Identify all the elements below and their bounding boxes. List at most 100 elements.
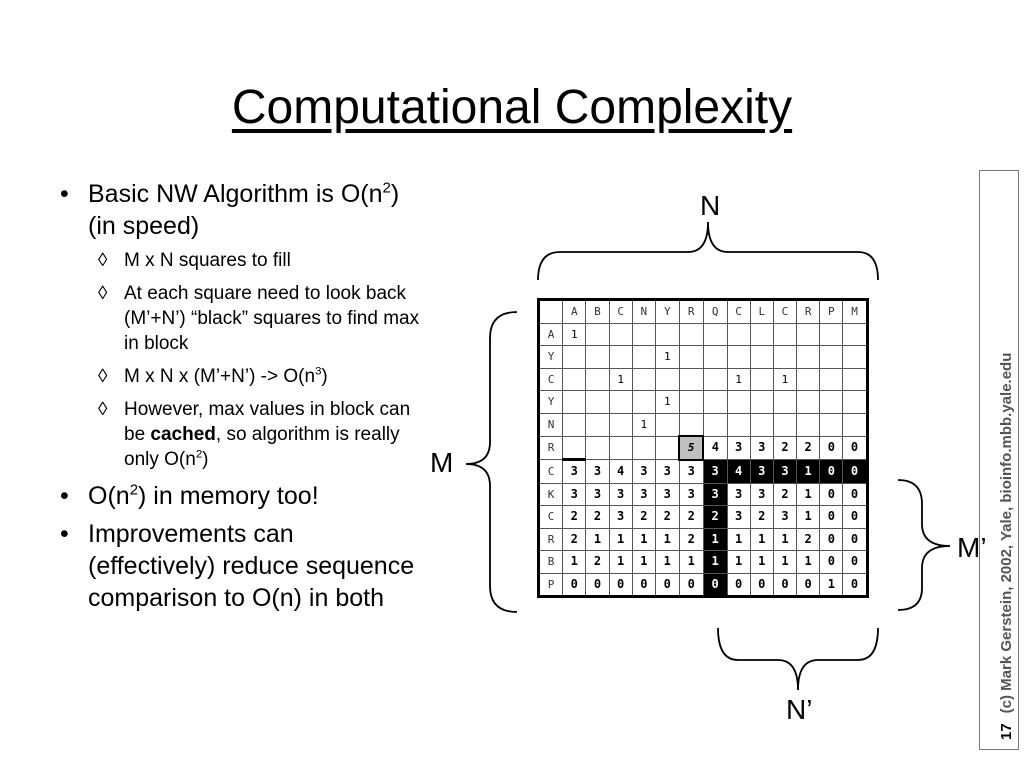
matrix-cell — [772, 390, 798, 414]
matrix-cell — [702, 412, 728, 437]
matrix-cell: 2 — [585, 505, 610, 529]
matrix-cell — [678, 390, 704, 414]
matrix-cell — [702, 322, 728, 346]
matrix-cell: 0 — [631, 572, 656, 597]
matrix-cell: 1 — [796, 459, 821, 484]
matrix-cell: 1 — [562, 550, 587, 574]
col-header: C — [726, 299, 751, 324]
matrix-cell — [726, 345, 751, 369]
diamond-icon: ◊ — [98, 399, 108, 420]
matrix-cell — [608, 322, 633, 346]
matrix-cell: 0 — [819, 550, 844, 574]
brace-left — [465, 311, 518, 613]
matrix-cell — [585, 435, 610, 460]
matrix-cell — [562, 367, 587, 391]
matrix-cell: 3 — [562, 482, 587, 506]
matrix-cell — [585, 322, 610, 346]
brace-right — [897, 479, 951, 611]
label-n: N — [700, 190, 721, 221]
matrix-cell: 3 — [702, 459, 728, 484]
row-header: C — [537, 505, 564, 529]
matrix-cell — [772, 412, 798, 437]
matrix-cell — [749, 322, 774, 346]
matrix-cell: 1 — [772, 527, 798, 551]
bullet-basic-nw: • Basic NW Algorithm is O(n2) (in speed)… — [60, 179, 420, 470]
matrix-cell: 0 — [702, 572, 728, 597]
matrix-cell — [796, 345, 821, 369]
matrix-cell: 3 — [654, 482, 680, 506]
col-header: R — [796, 299, 821, 324]
matrix-cell — [842, 345, 868, 369]
matrix-cell — [796, 367, 821, 391]
row-header: Y — [537, 345, 564, 369]
matrix-cell: 1 — [772, 550, 798, 574]
matrix-cell: 0 — [819, 482, 844, 506]
matrix-cell — [726, 390, 751, 414]
matrix-cell — [585, 412, 610, 437]
matrix-cell: 0 — [842, 572, 868, 597]
matrix-cell — [749, 367, 774, 391]
matrix-cell — [585, 390, 610, 414]
matrix-cell: 2 — [796, 527, 821, 551]
matrix-cell: 2 — [678, 527, 704, 551]
diamond-icon: ◊ — [98, 250, 108, 271]
matrix-cell: 5 — [678, 435, 705, 461]
matrix-cell — [772, 345, 798, 369]
matrix-cell: 1 — [726, 527, 751, 551]
matrix-cell: 3 — [678, 459, 704, 484]
matrix-cell: 1 — [726, 550, 751, 574]
page-number: 17 — [998, 723, 1015, 740]
matrix-cell — [562, 435, 587, 460]
bullet-dot: • — [60, 520, 69, 548]
row-header: C — [537, 367, 564, 391]
sub-bullet-cached: ◊ However, max values in block can be ca… — [98, 399, 411, 470]
bullet-memory: • O(n2) in memory too! — [60, 481, 319, 510]
matrix-cell: 4 — [608, 459, 633, 484]
row-header: C — [537, 459, 564, 484]
matrix-cell — [608, 412, 633, 437]
matrix-cell — [726, 322, 751, 346]
bullet-improvements: • Improvements can (effectively) reduce … — [60, 520, 415, 612]
matrix-cell: 3 — [608, 482, 633, 506]
sub-bullet-look-back: ◊ At each square need to look back (M’+N… — [98, 283, 420, 354]
bullet-list: • Basic NW Algorithm is O(n2) (in speed)… — [60, 178, 420, 620]
diamond-icon: ◊ — [98, 366, 108, 387]
bullet-dot: • — [60, 180, 69, 208]
matrix-cell: 1 — [702, 527, 728, 551]
matrix-cell — [749, 345, 774, 369]
matrix-cell: 1 — [631, 550, 656, 574]
matrix-cell — [819, 412, 844, 437]
row-header: P — [537, 572, 564, 597]
matrix-cell: 2 — [585, 550, 610, 574]
side-footer-box — [979, 170, 1019, 750]
matrix-cell — [796, 390, 821, 414]
matrix-cell: 0 — [678, 572, 704, 597]
matrix-cell — [654, 412, 680, 437]
matrix-cell — [585, 345, 610, 369]
matrix-cell — [678, 412, 704, 437]
slide-title: Computational Complexity — [231, 81, 793, 134]
col-header: R — [678, 299, 704, 324]
matrix-cell: 1 — [772, 367, 798, 391]
matrix-cell: 3 — [772, 459, 798, 484]
side-footer: 17(c) Mark Gerstein, 2002, Yale, bioinfo… — [998, 353, 1016, 740]
matrix-cell: 0 — [819, 459, 844, 484]
row-header: Y — [537, 390, 564, 414]
matrix-cell — [654, 435, 680, 460]
matrix-cell: 1 — [585, 527, 610, 551]
label-m-prime: M’ — [957, 532, 987, 563]
matrix-cell — [842, 322, 868, 346]
matrix-cell: 1 — [631, 527, 656, 551]
matrix-cell — [631, 322, 656, 346]
matrix-cell — [608, 435, 633, 460]
col-header: L — [749, 299, 774, 324]
matrix-cell: 1 — [678, 550, 704, 574]
matrix-cell: 1 — [608, 550, 633, 574]
matrix-cell: 3 — [702, 482, 728, 506]
row-header: B — [537, 550, 564, 574]
